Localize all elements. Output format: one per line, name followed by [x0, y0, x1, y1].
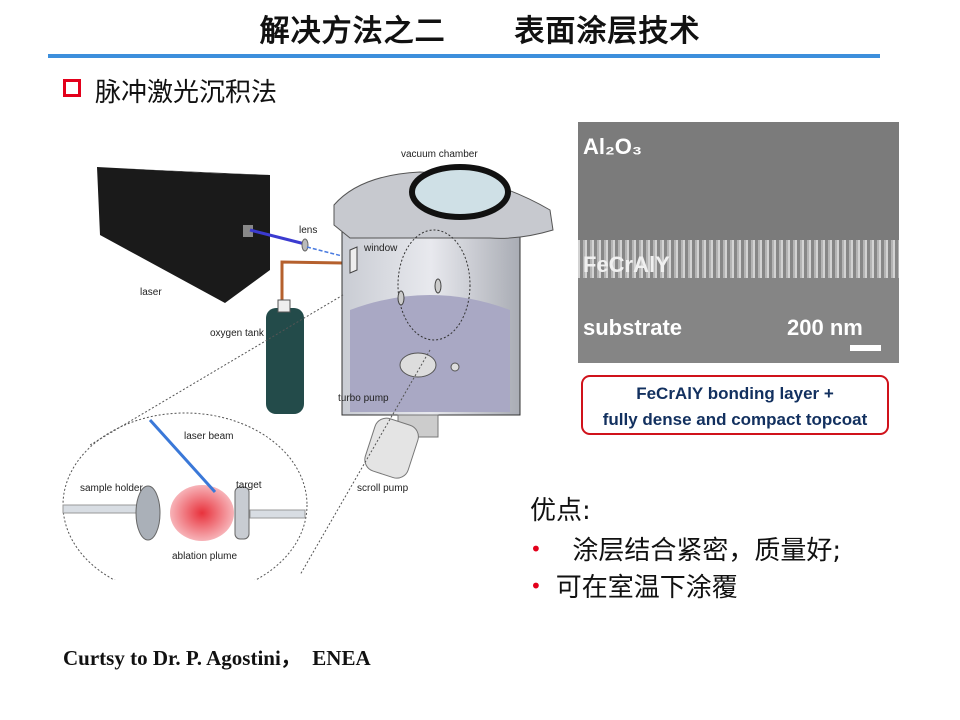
sem-cross-section-image: Al₂O₃ FeCrAlY substrate 200 nm: [578, 122, 899, 363]
advantage-text: 涂层结合紧密，质量好;: [572, 536, 842, 566]
caption-line-1: FeCrAlY bonding layer +: [636, 384, 834, 403]
advantage-item: • 涂层结合紧密，质量好;: [530, 530, 841, 567]
square-bullet-icon: [63, 79, 81, 97]
label-oxygen-tank: oxygen tank: [210, 328, 265, 339]
label-window: window: [363, 243, 398, 254]
bullet-icon: •: [530, 574, 542, 598]
inset-laser-beam: [148, 418, 217, 494]
label-laser: laser: [140, 287, 162, 298]
label-scroll-pump: scroll pump: [357, 483, 409, 494]
label-fecraly: FeCrAlY: [583, 252, 670, 277]
advantage-text: 可在室温下涂覆: [555, 573, 738, 603]
laser-box: [97, 167, 270, 303]
sample-holder-icon: [135, 485, 161, 541]
scale-bar: [850, 345, 881, 351]
ablation-plume-icon: [170, 485, 234, 541]
pumps: [364, 414, 439, 479]
bullet-icon: •: [530, 537, 542, 561]
label-laser-beam: laser beam: [184, 431, 233, 442]
scale-bar-label: 200 nm: [787, 315, 863, 340]
advantages-title: 优点:: [530, 496, 591, 526]
laser-beam-line: [249, 228, 306, 246]
label-turbo-pump: turbo pump: [338, 393, 389, 404]
label-lens: lens: [299, 225, 317, 236]
gas-line: [280, 260, 344, 306]
vacuum-chamber: [333, 164, 554, 416]
title-underline: [48, 54, 880, 58]
lens-icon: [301, 238, 309, 252]
label-substrate: substrate: [583, 315, 683, 340]
slide-title: 解决方法之二 表面涂层技术: [259, 14, 701, 49]
label-sample-holder: sample holder: [80, 483, 143, 494]
label-target: target: [236, 480, 262, 491]
advantage-item: • 可在室温下涂覆: [530, 567, 738, 604]
oxygen-tank-icon: [266, 308, 304, 414]
label-vacuum-chamber: vacuum chamber: [401, 149, 478, 160]
label-ablation-plume: ablation plume: [172, 551, 237, 562]
section-subtitle: 脉冲激光沉积法: [95, 78, 278, 108]
caption-line-2: fully dense and compact topcoat: [602, 410, 868, 429]
coating-caption-box: FeCrAlY bonding layer + fully dense and …: [581, 375, 889, 435]
label-al2o3: Al₂O₃: [583, 134, 643, 159]
pld-setup-diagram: vacuum chamber lens window laser oxygen …: [62, 149, 554, 580]
credit-text: Curtsy to Dr. P. Agostini， ENEA: [63, 646, 371, 670]
target-icon: [234, 486, 250, 540]
